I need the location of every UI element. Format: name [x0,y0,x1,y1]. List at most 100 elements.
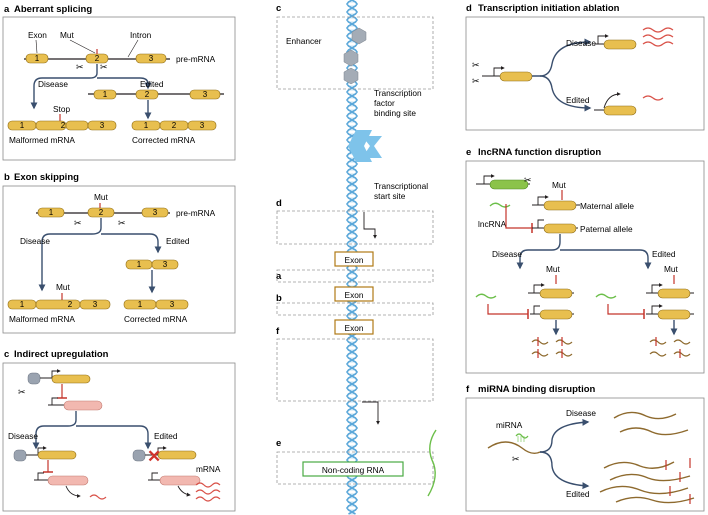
exon-pointer [35,39,38,54]
mrna-wave [673,339,691,345]
mrna-strand [599,485,689,495]
scissors-icon: ✂ [76,62,84,72]
exon-number: 1 [49,208,54,217]
edited-label: Edited [166,236,190,246]
exon-3 [87,120,117,131]
disease-label: Disease [566,38,596,48]
panel-d-letter: d [466,3,472,14]
mrna-wave [89,494,107,500]
exon-number: 3 [203,90,208,99]
regulatory-element [13,449,27,462]
mut-pointer [69,39,96,54]
exon-number: 1 [138,300,143,309]
exon-number: 3 [170,300,175,309]
mrna-wave [555,351,573,357]
scissors-icon: ✂ [472,60,480,70]
mrna-wave [195,489,221,495]
exon-box-label: Exon [345,255,364,265]
lncrna-gene [489,179,529,190]
ablation-x-icon: ✕ [147,447,161,466]
tss-arrow [363,212,378,239]
exon-box-label: Exon [345,290,364,300]
exon-box-label: Exon [345,323,364,333]
inhibition-line [505,204,532,229]
edited-arrow [539,451,590,490]
panel-f-title: miRNA binding disruption [478,384,596,395]
promoter-arrow [493,65,505,76]
scissors-icon: ✂ [18,387,26,397]
exon-number: 1 [20,300,25,309]
exon-number: 3 [200,121,205,130]
scissors-icon: ✂ [74,218,82,228]
mrna-wave [195,496,221,502]
enhancer-element [343,67,359,85]
repressor-gene [37,450,77,460]
panel-d-frame [465,16,705,131]
panel-f: f miRNA binding disruption miRNA ✂ Disea… [465,384,705,512]
disease-mrnas [613,411,689,436]
disease-arrow [516,234,561,270]
corrected-mrna: 1 3 [123,299,189,310]
exon-number: 2 [172,121,177,130]
mrna-wave [673,351,691,357]
exon-number: 2 [95,54,100,63]
edited-arrow [97,77,152,90]
malformed-mrna-label: Malformed mRNA [9,135,75,145]
exon-2 [135,89,159,100]
edited-arrow [76,425,152,450]
target-gene [63,400,103,411]
exon-1 [37,207,65,218]
edited-label: Edited [140,79,164,89]
exon-3 [189,89,221,100]
malformed-mrna: 1 2 3 [7,120,117,131]
mrna-strand [615,496,695,504]
paternal-gene [539,309,573,320]
mrna-wave [649,351,667,357]
mrna-products [649,337,691,358]
disease-arrow [30,64,98,110]
panel-d-title: Transcription initiation ablation [478,3,620,14]
exon-2 [35,299,81,310]
region-f-letter: f [276,326,280,337]
edited-label: Edited [652,249,676,259]
regulatory-element [132,449,146,462]
mrna-wave [642,41,674,47]
panel-a: a Aberrant splicing Exon Mut Intron pre-… [2,4,236,161]
mrna-wave [649,339,667,345]
edited-label: Edited [566,95,590,105]
lncrna-transcript [475,293,497,299]
disease-arrow [532,38,592,77]
inhibition-line [487,304,528,315]
panel-f-frame [465,397,705,512]
ncrna-box [302,461,404,477]
lncrna-label: lncRNA [478,219,507,229]
lncrna-transcript [595,293,617,299]
pre-mrna-label: pre-mRNA [176,54,216,64]
ncrna-label: Non-coding RNA [322,465,385,475]
paternal-gene [543,223,577,234]
target-gene [159,475,201,486]
gene [603,39,637,50]
edited-arrow [101,233,162,254]
disease-label: Disease [492,249,522,259]
exon-number: 1 [103,90,108,99]
region-d-letter: d [276,198,282,209]
panel-e: e lncRNA function disruption ✂ lncRNA Mu… [465,147,705,374]
exon-number: 1 [137,260,142,269]
promoter-arrow [597,33,609,44]
promoter-arrow [483,173,495,184]
region-f-box [276,338,434,402]
pre-mrna-exons: 1 2 3 [25,53,167,64]
edited-label: Edited [566,489,590,499]
panel-a-title: Aberrant splicing [14,4,92,15]
gene [603,105,637,116]
exon-3 [187,120,217,131]
panel-c-letter: c [4,349,9,360]
exon-number: 1 [35,54,40,63]
scissors-icon: ✂ [100,62,108,72]
exon-box [334,286,374,302]
promoter-arrow [37,445,47,455]
